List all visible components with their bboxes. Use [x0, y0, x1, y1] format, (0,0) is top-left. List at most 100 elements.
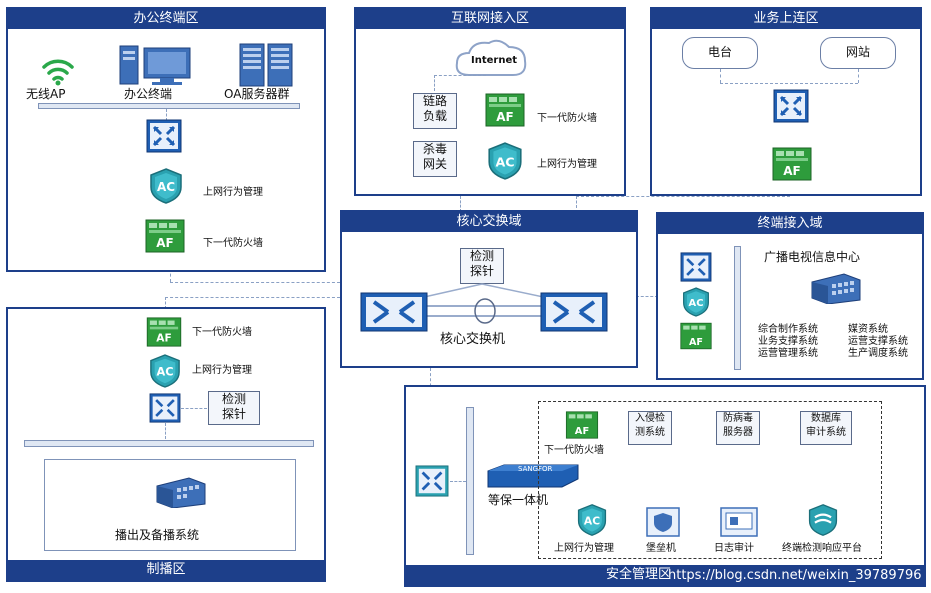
- security-af-label: 下一代防火墙: [544, 445, 604, 456]
- ac-shield-text: AC: [689, 298, 704, 309]
- switch-icon: [149, 393, 181, 423]
- avs-box: 防病毒 服务器: [716, 411, 760, 445]
- terminal-bus: [734, 246, 741, 370]
- broadcast-system-label: 播出及备播系统: [115, 528, 200, 542]
- zone-broadcast-title: 制播区: [8, 560, 324, 580]
- zone-broadcast: 制播区 AF 下一代防火墙 AC 上网行为管理 检测 探针 播出及备播系统: [6, 307, 326, 582]
- terminal-system-4: 运营管理系统: [758, 348, 818, 359]
- core-probe: 检测 探针: [460, 248, 504, 284]
- server-label: OA服务器群: [224, 87, 290, 101]
- zone-terminal: 终端接入域 AC AF 广播电视信息中心 综合制作系统 媒资系统 业务支撑系统 …: [656, 212, 924, 380]
- link-broadcast-core: [165, 297, 340, 298]
- terminal-system-2: 业务支撑系统: [758, 336, 818, 347]
- building-icon: [811, 273, 861, 304]
- ac-shield-text: AC: [495, 154, 514, 169]
- af-firewall-text: AF: [783, 164, 800, 178]
- broadcast-bus-link: [165, 423, 166, 439]
- switch-icon: [146, 119, 182, 153]
- watermark: https://blog.csdn.net/weixin_39789796: [668, 568, 922, 583]
- af-firewall-text: AF: [156, 236, 173, 250]
- broadcast-af-label: 下一代防火墙: [192, 327, 252, 338]
- security-bus: [466, 407, 474, 555]
- broadcast-probe-label: 检测 探针: [221, 392, 246, 421]
- af-firewall-icon: AF: [680, 322, 712, 350]
- security-group: [538, 401, 882, 559]
- office-bus: [38, 103, 300, 109]
- ac-shield-icon: AC: [488, 142, 522, 180]
- link-load-balancer: 链路 负载: [413, 93, 457, 129]
- link-load-balancer-label: 链路 负载: [422, 94, 447, 123]
- zone-office-title: 办公终端区: [8, 9, 324, 29]
- link-business-core: [576, 196, 577, 208]
- core-switch-right-icon: [540, 292, 608, 332]
- af-firewall-text: AF: [575, 426, 589, 437]
- af-firewall-icon: AF: [485, 93, 525, 127]
- ac-shield-text: AC: [157, 180, 175, 194]
- zone-security-title: 安全管理区: [406, 565, 924, 585]
- link-office-core-h: [170, 282, 340, 283]
- af-firewall-icon: AF: [565, 411, 599, 439]
- edr-icon: [808, 504, 838, 536]
- core-probe-label: 检测 探针: [469, 249, 494, 278]
- zone-internet-title: 互联网接入区: [356, 9, 624, 29]
- switch-icon: [415, 465, 449, 497]
- internet-link-h: [434, 75, 486, 76]
- switch-icon: [680, 252, 712, 282]
- server-icon: [239, 43, 293, 87]
- appliance-label: 等保一体机: [488, 493, 549, 507]
- wifi-icon: [42, 59, 74, 86]
- link-terminal-core: [636, 296, 658, 297]
- zone-business-title: 业务上连区: [652, 9, 920, 29]
- pc-icon: [119, 45, 191, 85]
- zone-terminal-title: 终端接入域: [658, 214, 922, 234]
- broadcast-ac-label: 上网行为管理: [192, 365, 252, 376]
- broadcast-system-box: 播出及备播系统: [44, 459, 296, 551]
- zone-internet: 互联网接入区 Internet 链路 负载 杀毒 网关 AF 下一代防火墙 AC…: [354, 7, 626, 196]
- terminal-system-1: 媒资系统: [848, 324, 888, 335]
- av-gateway: 杀毒 网关: [413, 141, 457, 177]
- switch-icon: [773, 89, 809, 123]
- ids-box: 入侵检 测系统: [628, 411, 672, 445]
- internet-ac-label: 上网行为管理: [537, 159, 597, 170]
- ids-label: 入侵检 测系统: [635, 413, 665, 438]
- broadcast-probe: 检测 探针: [208, 391, 260, 425]
- pc-label: 办公终端: [124, 87, 173, 101]
- ac-shield-text: AC: [156, 366, 173, 379]
- terminal-system-5: 生产调度系统: [848, 348, 908, 359]
- avs-label: 防病毒 服务器: [723, 413, 753, 438]
- terminal-center-label: 广播电视信息中心: [764, 250, 861, 264]
- log-audit-label: 日志审计: [714, 543, 754, 554]
- internet-link: [434, 75, 435, 91]
- link-business-core-h: [576, 196, 790, 197]
- af-firewall-icon: AF: [145, 219, 185, 253]
- terminal-system-3: 运营支撑系统: [848, 336, 908, 347]
- core-switch-left-icon: [360, 292, 428, 332]
- log-audit-icon: [720, 507, 758, 537]
- tv-station-label: 电台: [707, 45, 732, 59]
- zone-core-title: 核心交换域: [342, 212, 636, 232]
- security-switch-link: [450, 481, 466, 482]
- af-firewall-text: AF: [689, 337, 703, 348]
- website: 网站: [820, 37, 896, 69]
- cloud-icon: [455, 39, 527, 76]
- edr-label: 终端检测响应平台: [782, 543, 862, 554]
- cloud-label: Internet: [471, 55, 518, 66]
- af-firewall-icon: AF: [146, 317, 182, 347]
- af-firewall-text: AF: [156, 333, 171, 345]
- broadcast-probe-link: [181, 408, 207, 409]
- af-firewall-text: AF: [496, 110, 513, 124]
- ac-shield-icon: AC: [577, 504, 607, 536]
- broadcast-bus: [24, 440, 314, 447]
- tv-station: 电台: [682, 37, 758, 69]
- bastion-icon: [646, 507, 680, 537]
- ac-shield-text: AC: [584, 514, 600, 527]
- ac-shield-icon: AC: [683, 287, 709, 317]
- af-firewall-icon: AF: [772, 147, 812, 181]
- db-audit-label: 数据库 审计系统: [806, 413, 846, 438]
- business-link-l: [720, 69, 721, 83]
- appliance-brand: SANGFOR: [518, 465, 553, 473]
- business-link-r: [858, 69, 859, 83]
- zone-core: 核心交换域 检测 探针 核心交换机: [340, 210, 638, 368]
- av-gateway-label: 杀毒 网关: [422, 142, 447, 171]
- office-af-label: 下一代防火墙: [203, 238, 263, 249]
